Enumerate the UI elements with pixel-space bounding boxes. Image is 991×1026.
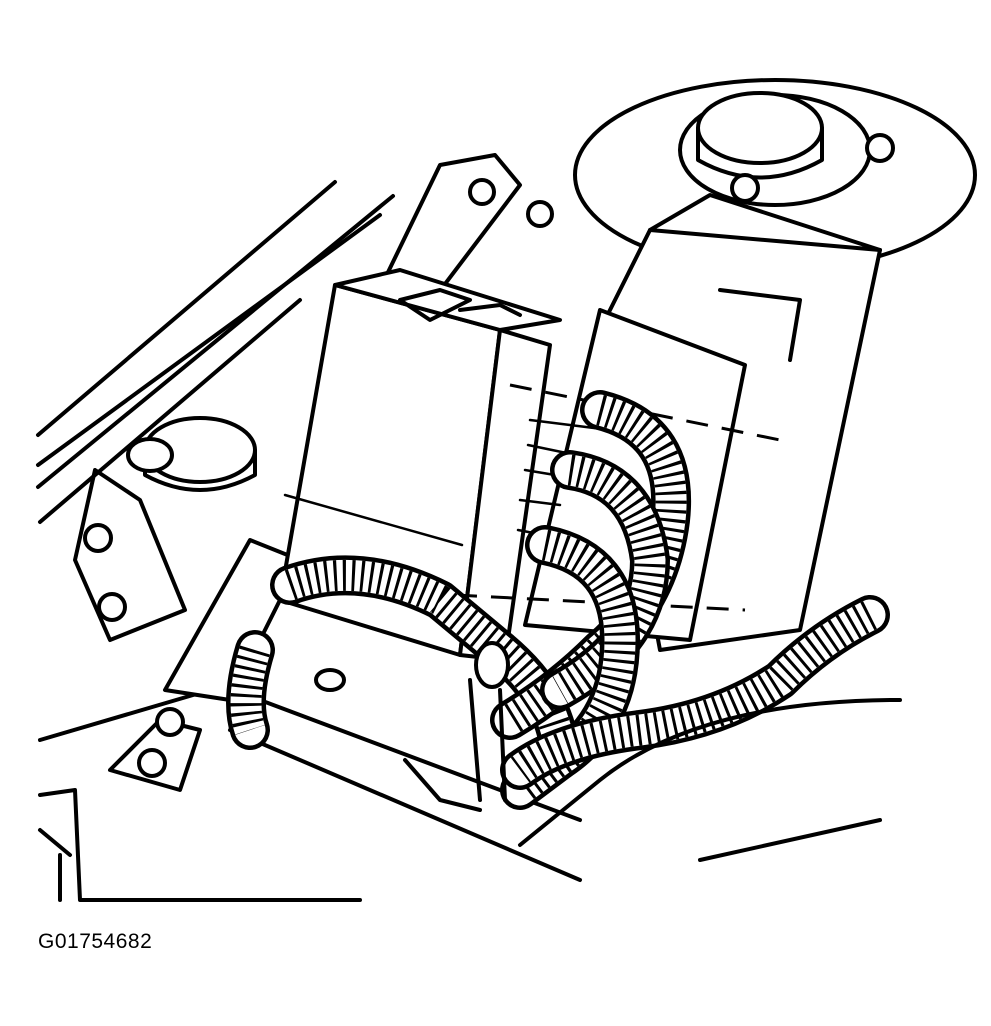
figure-id-label: G01754682 xyxy=(38,930,153,953)
bolt-icon xyxy=(526,200,554,228)
bolt-icon xyxy=(865,133,895,163)
bolt-icon xyxy=(155,707,185,737)
bolt-icon xyxy=(97,592,127,622)
bolt-icon xyxy=(83,523,113,553)
fender-panel xyxy=(36,180,395,902)
ground-strap xyxy=(314,641,902,862)
reservoir-cap xyxy=(73,416,257,642)
bolt-icon xyxy=(137,748,167,778)
right-module xyxy=(523,193,882,652)
wiring-harness xyxy=(226,390,890,810)
bolt-icon xyxy=(468,178,496,206)
bolt-icon xyxy=(730,173,760,203)
